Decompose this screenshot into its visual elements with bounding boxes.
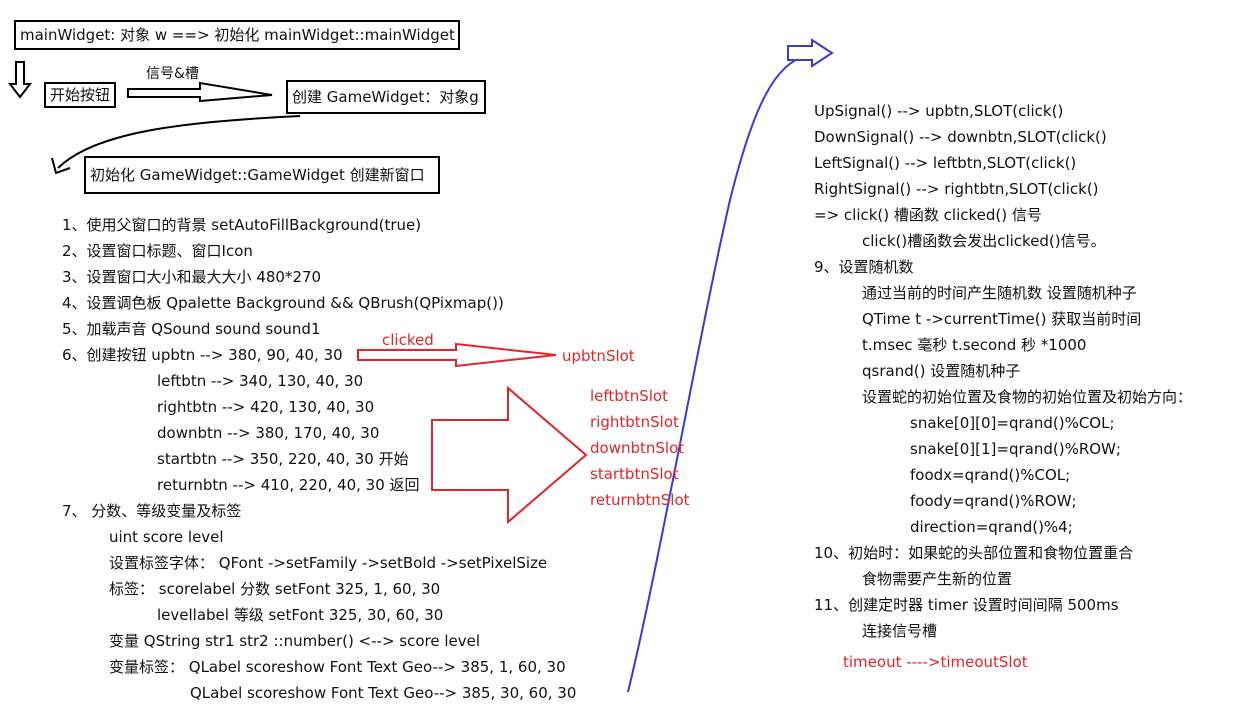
step-9-line5: 设置蛇的初始位置及食物的初始位置及初始方向：	[862, 388, 1193, 406]
step-4: 4、设置调色板 Qpalette Background && QBrush(QP…	[62, 294, 504, 312]
click-note: click()槽函数会发出clicked()信号。	[862, 232, 1106, 250]
step-9-title: 9、设置随机数	[814, 258, 914, 276]
box-init-text: 初始化 GameWidget::GameWidget 创建新窗口	[90, 166, 425, 184]
step-10-sub: 食物需要产生新的位置	[862, 570, 1013, 588]
blue-arrow	[787, 38, 834, 68]
button-returnbtn: returnbtn --> 410, 220, 40, 30 返回	[157, 476, 420, 494]
step-3: 3、设置窗口大小和最大大小 480*270	[62, 268, 322, 286]
upbtn-slot: upbtnSlot	[562, 347, 635, 365]
code-snake-x: snake[0][0]=qrand()%COL;	[910, 414, 1115, 432]
step-9-line4: qsrand() 设置随机种子	[862, 362, 1021, 380]
step-6: 6、创建按钮 upbtn --> 380, 90, 40, 30	[62, 346, 343, 364]
step-11-title: 11、创建定时器 timer 设置时间间隔 500ms	[814, 596, 1119, 614]
code-food-y: foody=qrand()%ROW;	[910, 492, 1077, 510]
step-9-line3: t.msec 毫秒 t.second 秒 *1000	[862, 336, 1087, 354]
slot-leftbtn: leftbtnSlot	[590, 387, 668, 405]
button-startbtn: startbtn --> 350, 220, 40, 30 开始	[157, 450, 409, 468]
step-7-line2: 设置标签字体： QFont ->setFamily ->setBold ->se…	[109, 554, 548, 572]
button-leftbtn: leftbtn --> 340, 130, 40, 30	[157, 372, 364, 390]
timeout-line: timeout ---->timeoutSlot	[843, 653, 1028, 671]
signal-up: UpSignal() --> upbtn,SLOT(click()	[814, 102, 1064, 120]
box-main-text: mainWidget: 对象 w ==> 初始化 mainWidget::mai…	[20, 26, 455, 44]
box-main-widget: mainWidget: 对象 w ==> 初始化 mainWidget::mai…	[14, 20, 460, 50]
step-9-line2: QTime t ->currentTime() 获取当前时间	[862, 310, 1142, 328]
box-start-text: 开始按钮	[50, 86, 111, 104]
box-init-gamewidget: 初始化 GameWidget::GameWidget 创建新窗口	[84, 156, 440, 194]
signal-left: LeftSignal() --> leftbtn,SLOT(click()	[814, 154, 1077, 172]
code-snake-y: snake[0][1]=qrand()%ROW;	[910, 440, 1121, 458]
clicked-label: clicked	[382, 331, 434, 349]
box-create-text: 创建 GameWidget：对象g	[292, 88, 479, 106]
curved-arrow-head	[51, 157, 71, 175]
box-start-button: 开始按钮	[44, 82, 116, 108]
slot-rightbtn: rightbtnSlot	[590, 413, 679, 431]
blue-curve	[627, 57, 801, 693]
signal-arrow	[127, 81, 273, 103]
step-9-line1: 通过当前的时间产生随机数 设置随机种子	[862, 284, 1137, 302]
step-7-line3: 标签： scorelabel 分数 setFont 325, 1, 60, 30	[109, 580, 441, 598]
step-7-line6: 变量标签： QLabel scoreshow Font Text Geo--> …	[109, 658, 566, 676]
signal-right: RightSignal() --> rightbtn,SLOT(click()	[814, 180, 1099, 198]
slot-startbtn: startbtnSlot	[590, 465, 679, 483]
step-7-line4: levellabel 等级 setFont 325, 30, 60, 30	[157, 606, 444, 624]
step-7-line1: uint score level	[109, 528, 224, 546]
signal-down: DownSignal() --> downbtn,SLOT(click()	[814, 128, 1107, 146]
step-2: 2、设置窗口标题、窗口Icon	[62, 242, 253, 260]
signal-label: 信号&槽	[146, 66, 199, 82]
click-slot-line: => click() 槽函数 clicked() 信号	[814, 206, 1042, 224]
down-arrow	[7, 61, 33, 99]
big-red-arrow	[431, 385, 588, 525]
step-7-title: 7、 分数、等级变量及标签	[62, 502, 242, 520]
step-5: 5、加载声音 QSound sound sound1	[62, 320, 321, 338]
step-7-line7: QLabel scoreshow Font Text Geo--> 385, 3…	[190, 684, 577, 702]
step-11-sub: 连接信号槽	[862, 622, 938, 640]
slot-returnbtn: returnbtnSlot	[590, 491, 690, 509]
slot-downbtn: downbtnSlot	[590, 439, 685, 457]
box-create-gamewidget: 创建 GameWidget：对象g	[286, 80, 486, 114]
code-food-x: foodx=qrand()%COL;	[910, 466, 1071, 484]
button-downbtn: downbtn --> 380, 170, 40, 30	[157, 424, 380, 442]
step-7-line5: 变量 QString str1 str2 ::number() <--> sco…	[109, 632, 481, 650]
step-10-title: 10、初始时：如果蛇的头部位置和食物位置重合	[814, 544, 1134, 562]
button-rightbtn: rightbtn --> 420, 130, 40, 30	[157, 398, 375, 416]
step-1: 1、使用父窗口的背景 setAutoFillBackground(true)	[62, 216, 422, 234]
code-direction: direction=qrand()%4;	[910, 518, 1073, 536]
